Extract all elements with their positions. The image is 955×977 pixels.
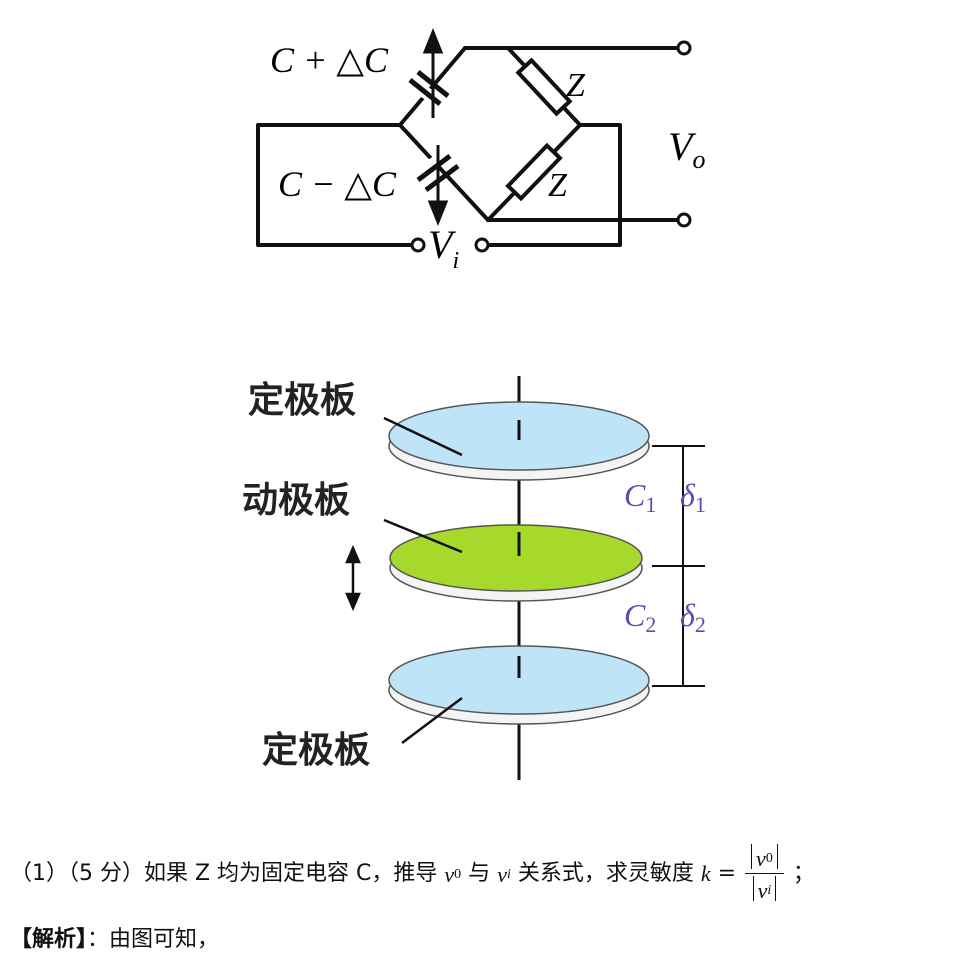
analysis-line: 【解析】：由图可知， <box>10 925 219 955</box>
label-bottom-fixed-plate: 定极板 <box>262 730 370 771</box>
question-mid2: 关系式，求灵敏度 <box>517 860 694 886</box>
terminal-vi-left <box>410 237 426 253</box>
sensitivity-fraction: v0 vi <box>745 842 784 907</box>
leader-mid <box>383 518 463 554</box>
label-delta1: δ1 <box>680 477 706 517</box>
cap-bottom-label: C − △C <box>278 164 397 204</box>
plate-capacitor-diagram: 定极板 动极板 定极板 C1 δ1 C2 δ2 <box>242 376 706 780</box>
question-prefix: （1）（5 分）如果 Z 均为固定电容 C，推导 <box>10 860 438 886</box>
z-bottom-label: Z <box>548 167 568 204</box>
vo-label: Vo <box>668 124 705 174</box>
label-moving-plate: 动极板 <box>242 480 350 521</box>
top-fixed-plate <box>388 401 650 481</box>
z-top-label: Z <box>566 67 586 104</box>
cap-top-label: C + △C <box>270 40 389 80</box>
question-suffix: ； <box>792 860 815 886</box>
question-mid1: 与 <box>468 860 491 886</box>
leader-bottom <box>401 697 463 744</box>
moving-plate <box>389 524 643 602</box>
label-delta2: δ2 <box>680 597 706 637</box>
variable-capacitor-bottom <box>411 144 460 192</box>
impedance-z-top <box>515 57 573 117</box>
terminal-vi-right <box>474 237 490 253</box>
terminal-vo-bottom <box>676 212 692 228</box>
movement-double-arrow <box>345 544 361 612</box>
var-vi: vi <box>497 861 511 887</box>
analysis-bracket: 【解析】 <box>10 927 88 952</box>
var-v0: v0 <box>444 861 462 887</box>
label-top-fixed-plate: 定极板 <box>248 380 356 421</box>
label-c1: C1 <box>624 477 656 517</box>
wire-left-loop <box>256 123 414 247</box>
question-line: （1）（5 分）如果 Z 均为固定电容 C，推导 v0 与 vi 关系式，求灵敏… <box>10 838 950 908</box>
var-k: k <box>700 860 711 886</box>
equals-sign: = <box>710 860 744 886</box>
capacitor-top-arrow <box>422 27 444 118</box>
analysis-text: ：由图可知， <box>87 927 220 952</box>
impedance-z-bottom <box>505 142 563 202</box>
terminal-vo-top <box>676 40 692 56</box>
capacitor-bottom-arrow <box>427 145 449 227</box>
vi-label: Vi <box>428 222 459 274</box>
wire-cap-bottom-arm <box>398 123 490 222</box>
label-c2: C2 <box>624 597 656 637</box>
bridge-circuit-diagram: C + △C C − △C Z Z Vo Vi <box>256 27 705 274</box>
wire-right-loop <box>486 123 622 247</box>
leader-top <box>383 416 463 457</box>
